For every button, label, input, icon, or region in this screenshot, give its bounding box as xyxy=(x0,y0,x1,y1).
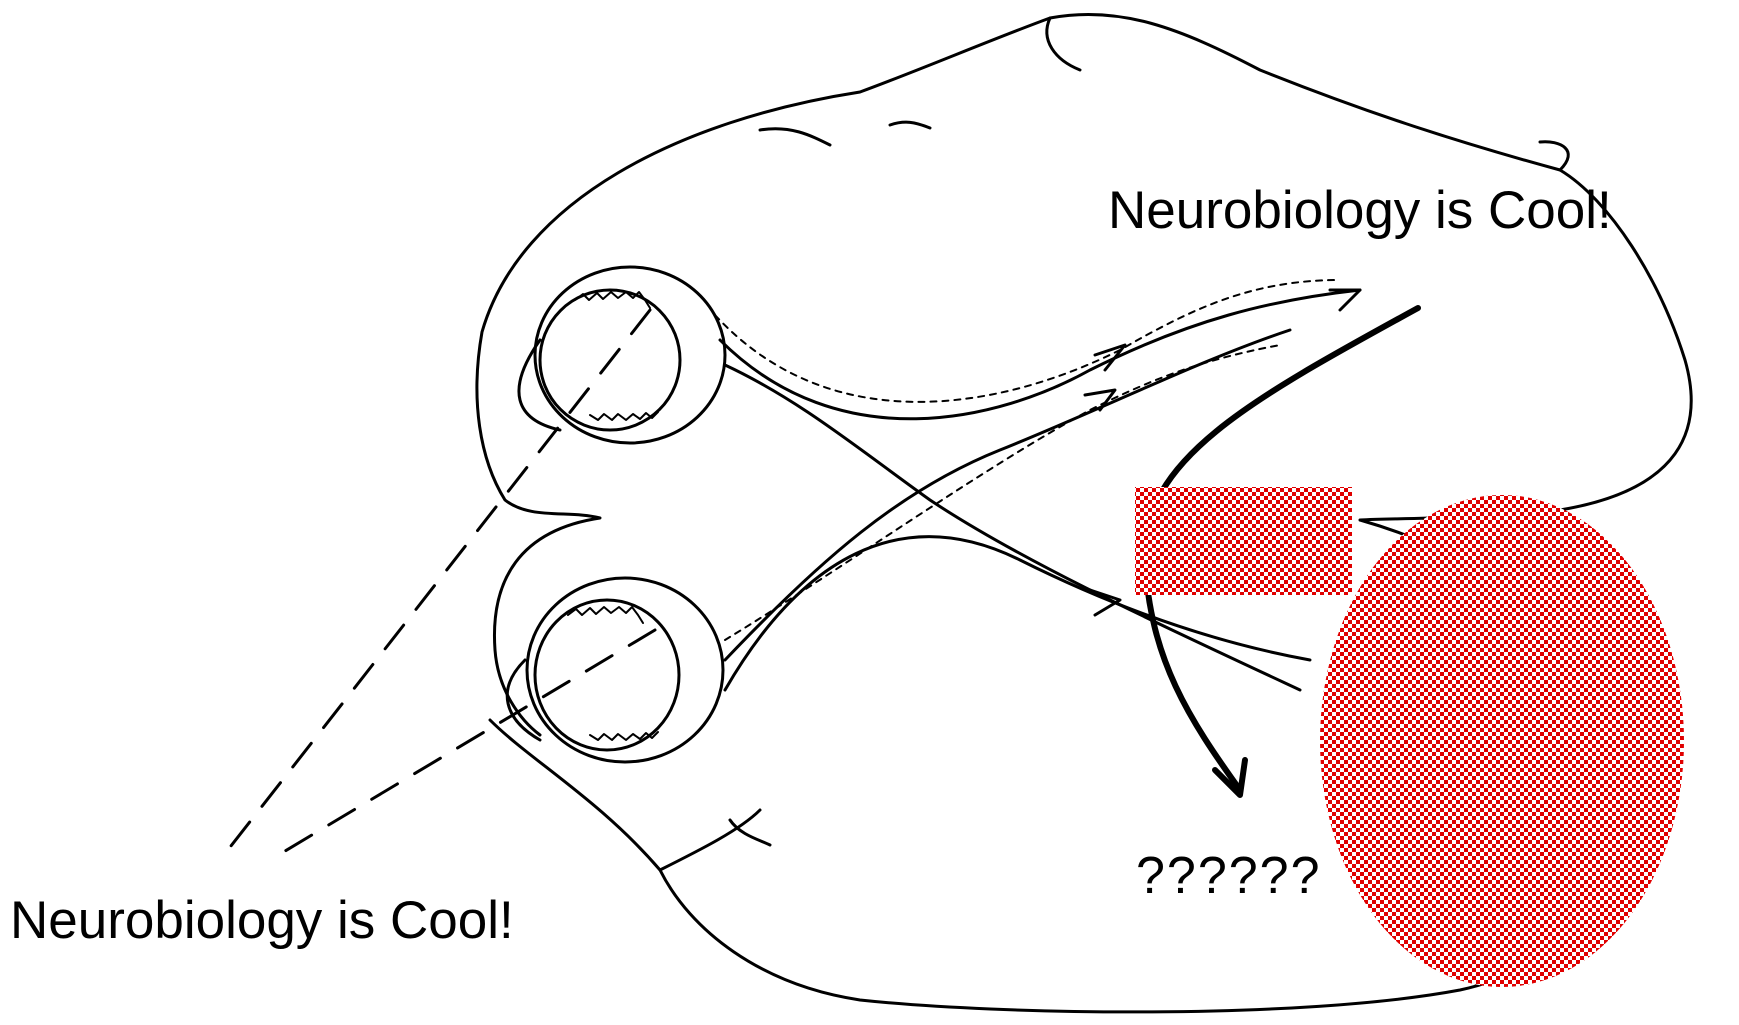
lower-eye-lens xyxy=(535,600,679,750)
brain-fold xyxy=(730,820,770,845)
brain-fold xyxy=(660,810,760,870)
top-label: Neurobiology is Cool! xyxy=(1108,184,1612,237)
checkered-oval-region xyxy=(1320,495,1684,987)
checkered-rect-region xyxy=(1135,487,1352,595)
lower-eye-iris-edge xyxy=(568,607,643,623)
brain-fold xyxy=(760,129,830,145)
bottom-label: Neurobiology is Cool! xyxy=(10,894,514,947)
brain-fold xyxy=(1047,18,1080,70)
optic-tract-dotted-upper xyxy=(715,280,1340,402)
lower-eye xyxy=(527,578,723,762)
visual-field-dashed-line xyxy=(270,630,655,860)
brain-fold xyxy=(890,122,930,128)
unknown-label: ?????? xyxy=(1136,850,1322,902)
